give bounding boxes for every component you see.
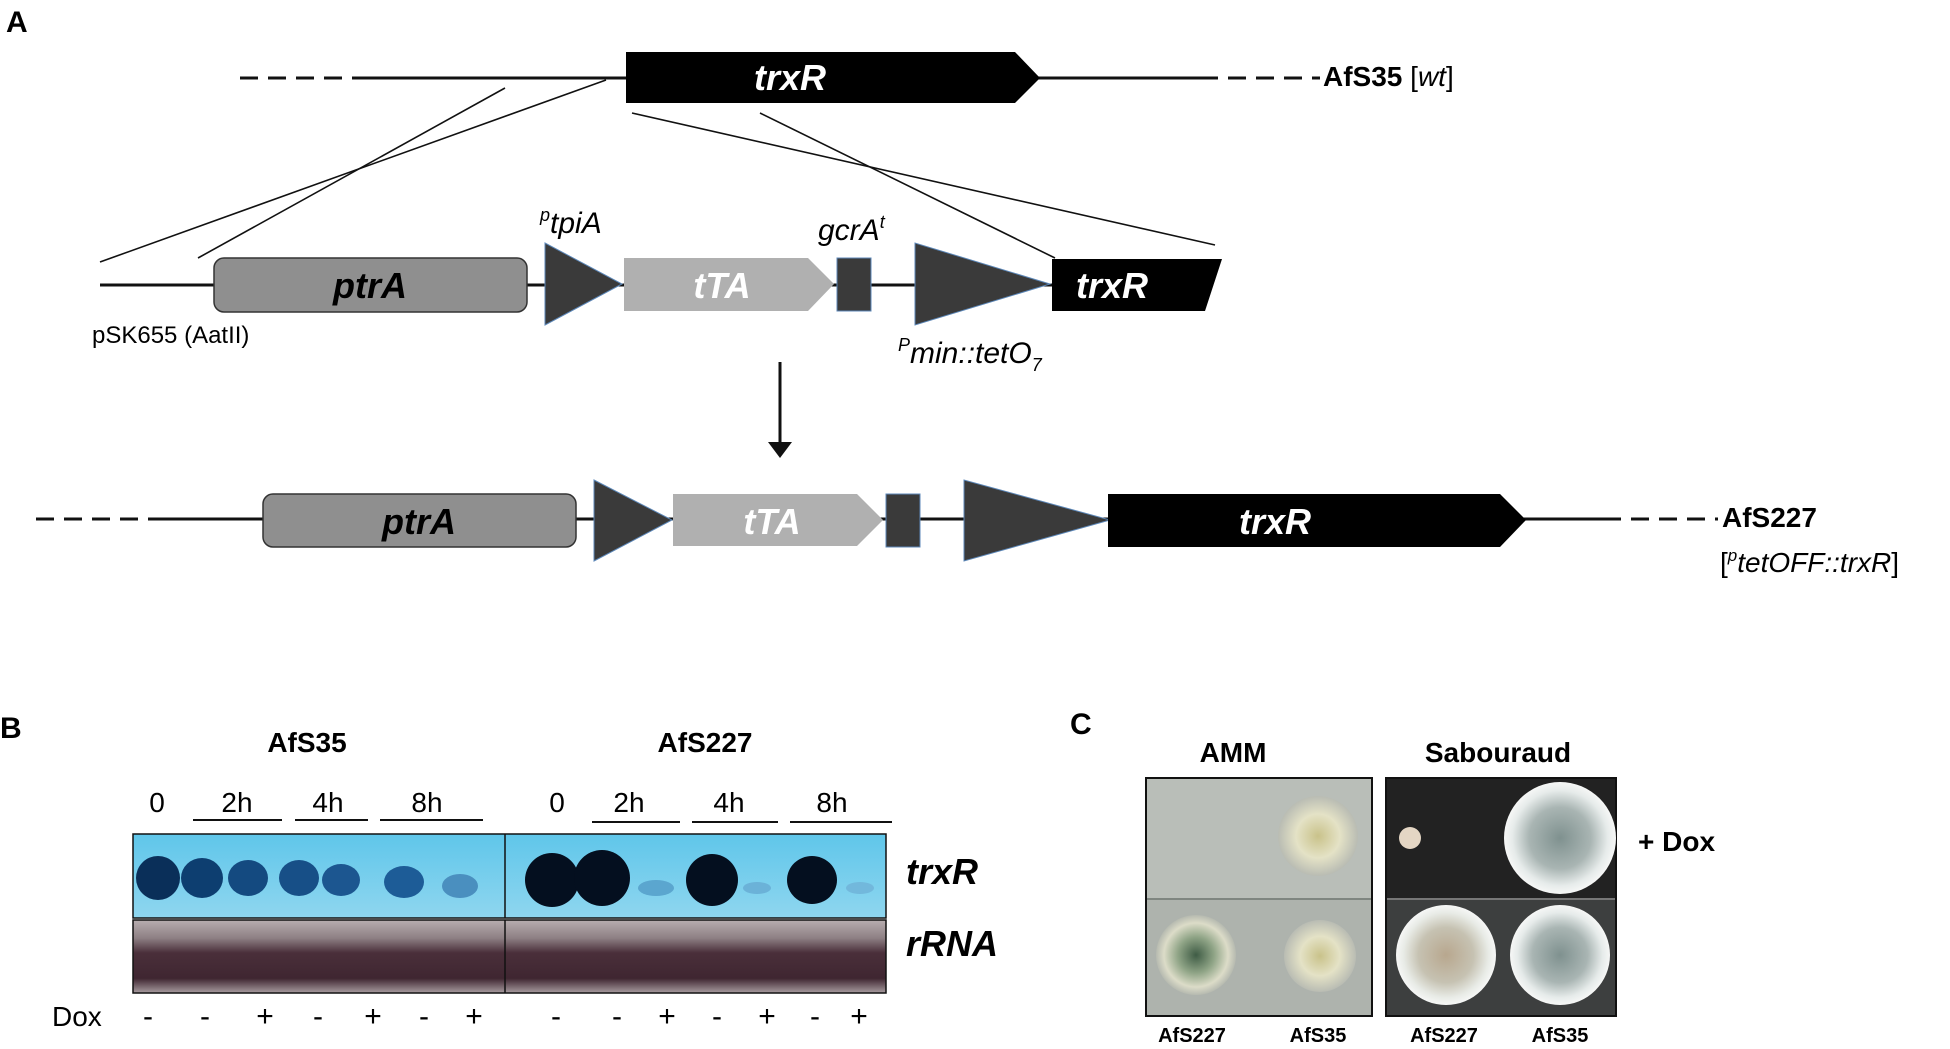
medium-amm-label: AMM — [1200, 737, 1267, 768]
blot-row-trxr-label: trxR — [906, 851, 978, 892]
svg-text:-: - — [551, 1000, 561, 1033]
dox-label-b: Dox — [52, 1001, 102, 1032]
tpia-promoter-label: ptpiA — [539, 205, 602, 240]
pmin-teto-label: Pmin::tetO7 — [898, 335, 1043, 375]
svg-text:+: + — [758, 1000, 776, 1033]
medium-sabouraud-label: Sabouraud — [1425, 737, 1571, 768]
svg-text:-: - — [143, 1000, 153, 1033]
svg-text:+: + — [256, 1000, 274, 1033]
blot-trxr-bands — [136, 850, 874, 907]
blot-strain2-label: AfS227 — [658, 727, 753, 758]
tp-0-s1: 0 — [149, 787, 165, 818]
plate-strain-label-4: AfS35 — [1532, 1025, 1589, 1047]
colony-amm-afs35 — [1284, 920, 1356, 992]
result-pmin-triangle — [963, 479, 1112, 562]
wt-trxr-arrow — [626, 52, 1040, 103]
wt-strain-label: AfS35 [wt] — [1323, 61, 1454, 92]
colony-sab-afs35 — [1510, 905, 1610, 1005]
result-tta-arrow — [673, 494, 883, 546]
svg-text:-: - — [313, 1000, 323, 1033]
dox-signs-s1: - - + - + - + — [143, 1000, 483, 1033]
colony-sab-afs227 — [1396, 905, 1496, 1005]
construct-ptra-box — [213, 257, 528, 313]
result-genotype-label: [ptetOFF::trxR] — [1720, 546, 1899, 578]
svg-text:+: + — [364, 1000, 382, 1033]
tpia-promoter-triangle — [544, 242, 624, 326]
colony-sab-dox-afs35 — [1504, 782, 1616, 894]
pmin-teto-promoter-triangle — [914, 242, 1052, 326]
svg-text:-: - — [712, 1000, 722, 1033]
svg-text:-: - — [200, 1000, 210, 1033]
tp-8h-s2: 8h — [816, 787, 847, 818]
gcra-terminator-label: gcrAt — [818, 212, 886, 247]
tp-2h-s1: 2h — [221, 787, 252, 818]
panel-c-label: C — [1070, 708, 1092, 741]
tp-4h-s2: 4h — [713, 787, 744, 818]
svg-text:+: + — [465, 1000, 483, 1033]
blot-rrna-bg — [132, 919, 887, 994]
result-gcra-box — [885, 493, 921, 548]
gcra-terminator-box — [836, 257, 872, 312]
plate-strain-label-3: AfS227 — [1410, 1025, 1478, 1047]
recombination-lines — [99, 79, 1216, 263]
plus-dox-label: + Dox — [1638, 826, 1715, 857]
result-ptra-box — [262, 493, 577, 548]
construct-trxr-label: trxR — [1076, 265, 1148, 306]
result-tpia-triangle — [593, 479, 674, 562]
plate-strain-label-2: AfS35 — [1290, 1025, 1347, 1047]
transform-arrow-head — [768, 442, 792, 458]
construct-tta-label: tTA — [693, 265, 750, 306]
panel-a-label: A — [6, 6, 28, 39]
dox-signs-s2: - - + - + - + — [551, 1000, 868, 1033]
svg-text:-: - — [810, 1000, 820, 1033]
result-trxr-label: trxR — [1239, 501, 1311, 542]
plasmid-label: pSK655 (AatII) — [92, 322, 249, 349]
result-trxr-arrow — [1108, 494, 1526, 547]
blot-row-rrna-label: rRNA — [906, 923, 998, 964]
panel-b-label: B — [0, 712, 22, 745]
colony-amm-dox-afs35 — [1278, 796, 1358, 876]
tp-8h-s1: 8h — [411, 787, 442, 818]
tp-2h-s2: 2h — [613, 787, 644, 818]
wt-trxr-label: trxR — [754, 57, 826, 98]
plate-strain-label-1: AfS227 — [1158, 1025, 1226, 1047]
svg-text:-: - — [419, 1000, 429, 1033]
construct-trxr-block — [1052, 259, 1222, 311]
construct-tta-arrow — [624, 258, 834, 311]
blot-strain1-label: AfS35 — [267, 727, 346, 758]
colony-sab-dox-afs227 — [1399, 827, 1421, 849]
svg-text:-: - — [612, 1000, 622, 1033]
svg-text:+: + — [850, 1000, 868, 1033]
result-strain-label: AfS227 — [1722, 502, 1817, 533]
result-tta-label: tTA — [743, 501, 800, 542]
tp-4h-s1: 4h — [312, 787, 343, 818]
svg-text:+: + — [658, 1000, 676, 1033]
result-ptra-label: ptrA — [381, 501, 456, 542]
colony-amm-afs227 — [1156, 915, 1236, 995]
construct-ptra-label: ptrA — [332, 265, 407, 306]
tp-0-s2: 0 — [549, 787, 565, 818]
